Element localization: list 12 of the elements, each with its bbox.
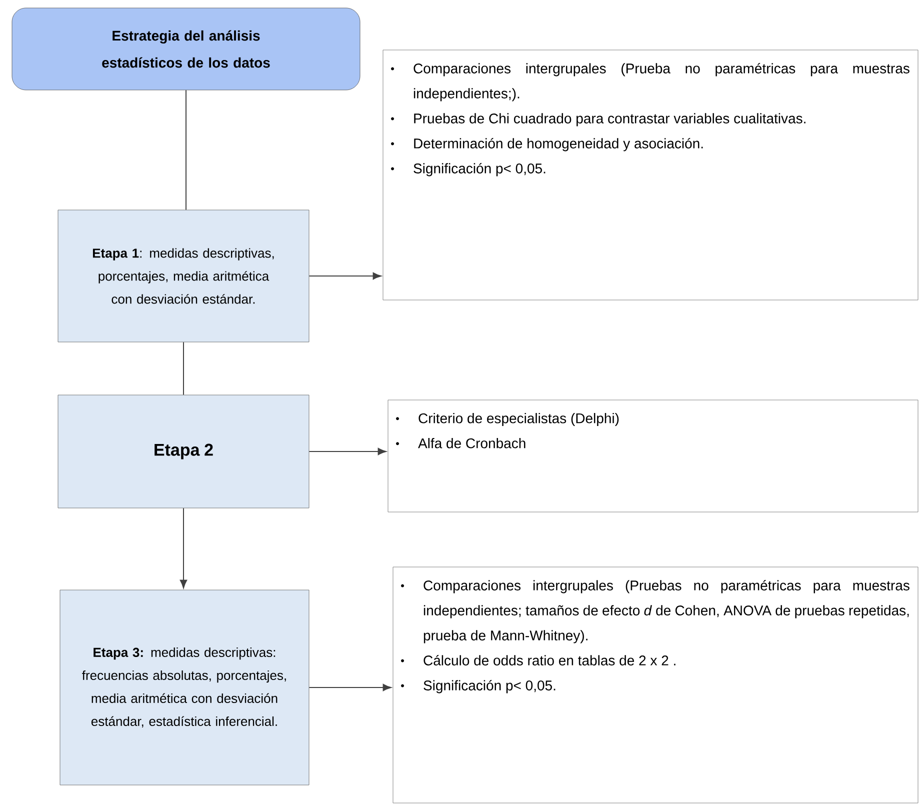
connector bbox=[183, 342, 184, 396]
bullet-list-box: Comparaciones intergrupales (Prueba no paramétricas para muestras independientes;). Pruebas de Chi cuadrado para contrastar variables cualitativas. Determinación de homogeneidad y asociación. Significación p< 0,05. bbox=[382, 50, 918, 300]
stage-box: Etapa 3: medidas descriptivas: frecuencias absolutas, porcentajes, media aritmética con desviación estándar, estadística inferencial. bbox=[60, 590, 310, 786]
connector bbox=[308, 684, 392, 692]
stage-box: Etapa 2 bbox=[58, 394, 310, 508]
connector bbox=[308, 448, 386, 456]
connector bbox=[180, 508, 188, 588]
connector bbox=[308, 272, 382, 280]
stage-box: Etapa 1: medidas descriptivas, porcentajes, media aritmética con desviación estándar. bbox=[58, 210, 310, 342]
title-box: Estrategia del análisis estadísticos de los datos bbox=[12, 8, 360, 90]
bullet-list-box: Criterio de especialistas (Delphi) Alfa de Cronbach bbox=[388, 400, 918, 512]
bullet-list-box: Comparaciones intergrupales (Pruebas no paramétricas para muestras independientes; tamaños de efecto d de Cohen, ANOVA de pruebas repetidas, prueba de Mann-Whitney). Cálculo de odds ratio en tablas de 2 x 2 . Significación p< 0,05. bbox=[392, 566, 918, 804]
